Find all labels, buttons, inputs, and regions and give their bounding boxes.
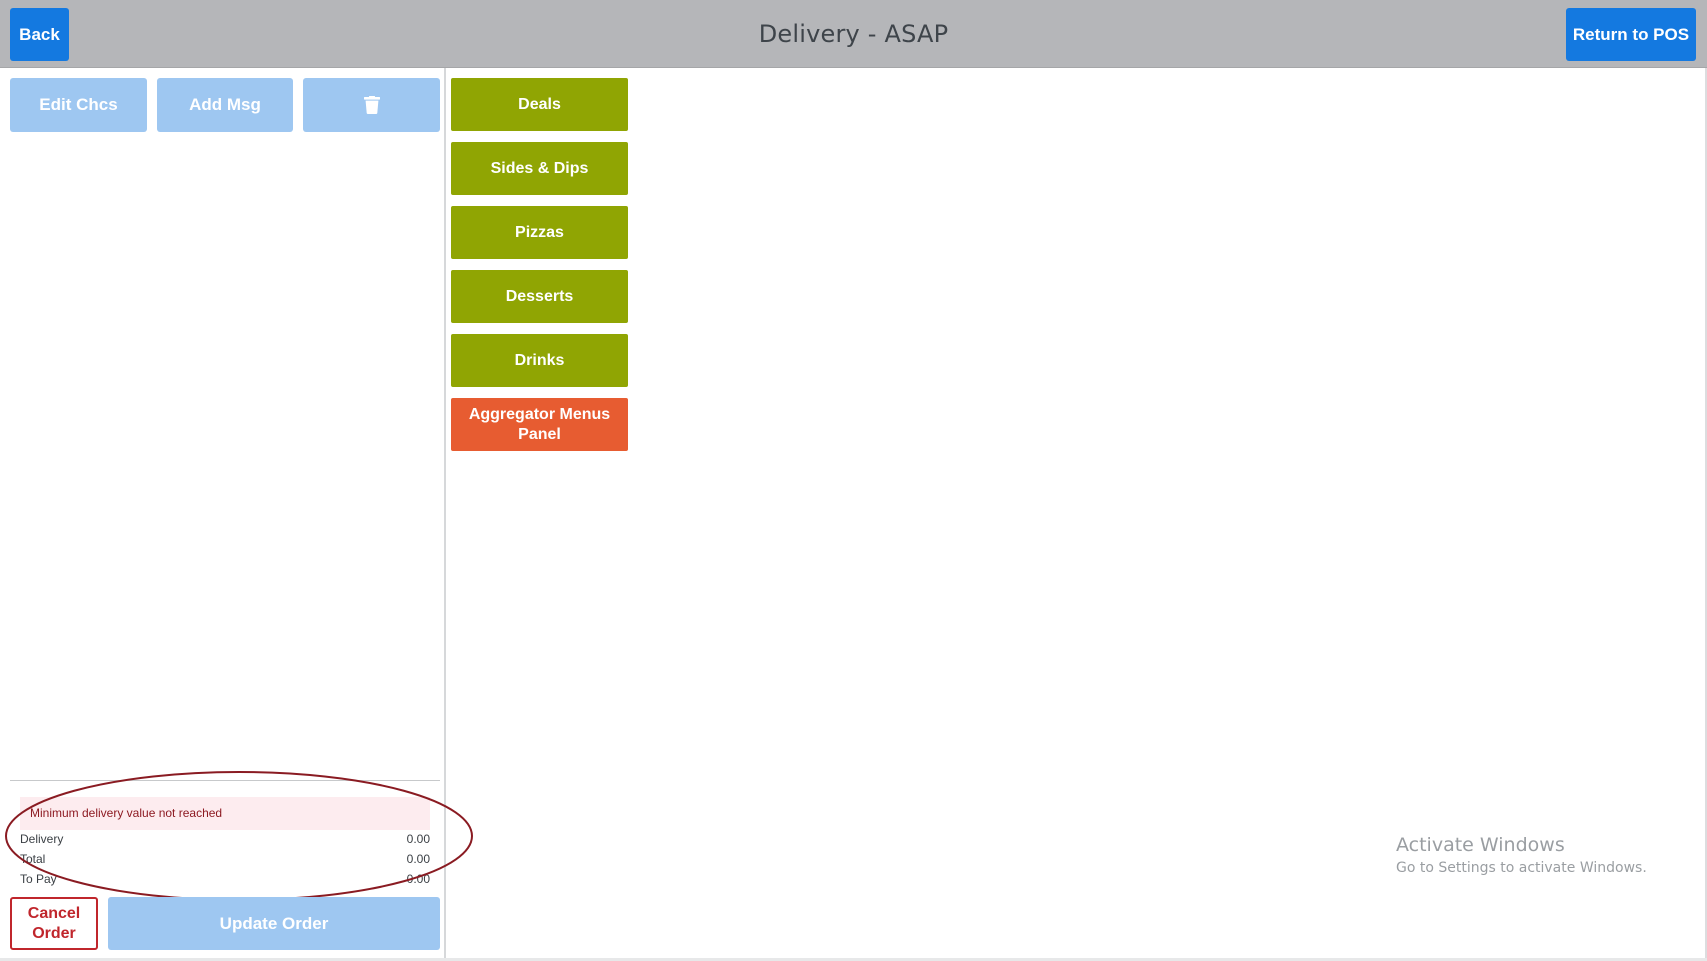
category-deals-button[interactable]: Deals [451, 78, 628, 131]
category-pizzas-button[interactable]: Pizzas [451, 206, 628, 259]
order-items-list[interactable] [10, 140, 440, 780]
right-edge-border [1705, 68, 1707, 961]
bottom-strip [0, 958, 1707, 961]
page-title: Delivery - ASAP [758, 20, 949, 48]
delivery-row: Delivery 0.00 [20, 829, 430, 849]
back-button[interactable]: Back [10, 8, 69, 61]
add-message-button[interactable]: Add Msg [157, 78, 293, 132]
total-label: Total [20, 852, 46, 866]
to-pay-row: To Pay 0.00 [20, 869, 430, 889]
panel-divider [444, 68, 446, 961]
trash-icon [363, 96, 380, 114]
minimum-delivery-warning: Minimum delivery value not reached [20, 797, 430, 830]
update-order-button[interactable]: Update Order [108, 897, 440, 950]
delete-item-button[interactable] [303, 78, 440, 132]
watermark-subtitle: Go to Settings to activate Windows. [1396, 860, 1647, 876]
cancel-order-button[interactable]: Cancel Order [10, 897, 98, 950]
category-desserts-button[interactable]: Desserts [451, 270, 628, 323]
windows-activation-watermark: Activate Windows Go to Settings to activ… [1396, 832, 1647, 878]
delivery-value: 0.00 [406, 832, 430, 846]
to-pay-value: 0.00 [406, 872, 430, 886]
total-value: 0.00 [406, 852, 430, 866]
delivery-label: Delivery [20, 832, 64, 846]
total-row: Total 0.00 [20, 849, 430, 869]
category-drinks-button[interactable]: Drinks [451, 334, 628, 387]
return-to-pos-button[interactable]: Return to POS [1566, 8, 1696, 61]
to-pay-label: To Pay [20, 872, 57, 886]
edit-choices-button[interactable]: Edit Chcs [10, 78, 147, 132]
summary-divider [10, 780, 440, 781]
aggregator-menus-panel-button[interactable]: Aggregator Menus Panel [451, 398, 628, 451]
category-sides-dips-button[interactable]: Sides & Dips [451, 142, 628, 195]
top-bar: Delivery - ASAP Back Return to POS [0, 0, 1707, 68]
watermark-title: Activate Windows [1396, 834, 1565, 856]
